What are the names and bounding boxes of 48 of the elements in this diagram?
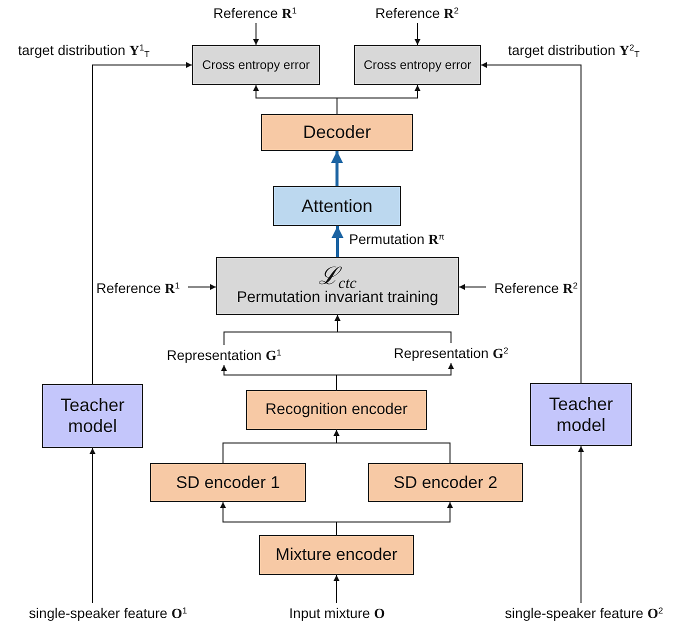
box-label: SD encoder 2 bbox=[394, 472, 498, 492]
arrow bbox=[332, 226, 344, 257]
arrow bbox=[414, 22, 420, 46]
process-box bbox=[273, 186, 401, 226]
process-box bbox=[368, 463, 523, 502]
text-label: Input mixture O bbox=[277, 603, 397, 623]
process-box bbox=[192, 45, 320, 85]
arrow bbox=[334, 430, 450, 464]
box-label: SD encoder 1 bbox=[176, 472, 280, 492]
arrow bbox=[253, 22, 259, 46]
process-box bbox=[150, 463, 306, 502]
box-label: Teacher model bbox=[59, 395, 126, 437]
arrow bbox=[480, 62, 582, 384]
arrow bbox=[578, 446, 584, 604]
box-label: Teacher model bbox=[548, 394, 614, 436]
arrow bbox=[90, 448, 96, 604]
text-label: Reference R$^{2}$ bbox=[488, 278, 584, 298]
text-label: single-speaker feature O$^{1}$ bbox=[6, 603, 210, 623]
box-label: Permutation invariant training bbox=[236, 289, 438, 307]
box-label: Cross entropy error bbox=[364, 58, 472, 72]
process-box bbox=[261, 114, 413, 151]
arrow bbox=[336, 84, 420, 114]
arrow bbox=[188, 284, 216, 290]
process-box bbox=[354, 45, 481, 85]
box-label: Cross entropy error bbox=[202, 58, 310, 72]
arrow bbox=[336, 362, 454, 390]
process-box bbox=[259, 535, 414, 575]
model-box bbox=[42, 384, 143, 448]
arrow bbox=[334, 574, 340, 604]
box-label: Recognition encoder bbox=[265, 401, 408, 419]
text-label: Reference R$^{1}$ bbox=[90, 278, 186, 298]
text-label: single-speaker feature O$^{2}$ bbox=[480, 603, 688, 623]
process-box bbox=[216, 257, 459, 315]
arrow bbox=[458, 284, 486, 290]
box-label: Mixture encoder bbox=[276, 545, 398, 565]
text-label: Reference R$^{2}$ bbox=[362, 3, 472, 23]
formula: ℒ$_{ctc}$ bbox=[318, 265, 357, 290]
model-box bbox=[530, 383, 632, 446]
text-label: Representation G$^{1}$ bbox=[160, 345, 288, 365]
box-label: Attention bbox=[301, 196, 373, 216]
text-label: Reference R$^{1}$ bbox=[200, 3, 310, 23]
arrow bbox=[336, 502, 453, 536]
arrow bbox=[92, 62, 192, 384]
arrow bbox=[334, 314, 452, 344]
text-label: Representation G$^{2}$ bbox=[387, 343, 515, 363]
box-label: Decoder bbox=[302, 122, 372, 143]
arrow bbox=[331, 151, 343, 186]
process-box bbox=[246, 390, 427, 430]
